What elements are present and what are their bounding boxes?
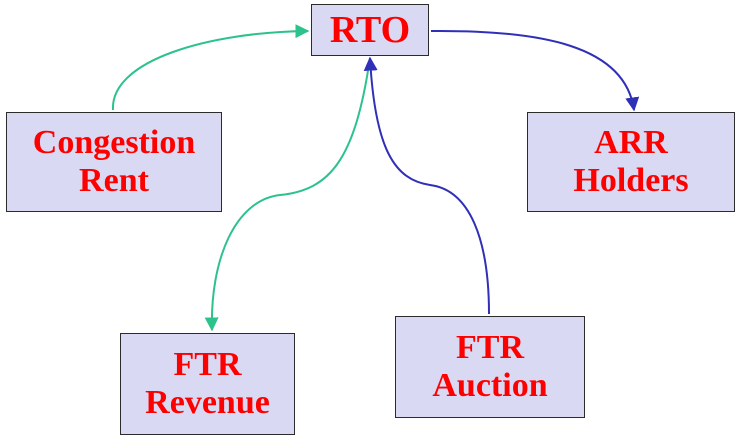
node-arr-holders: ARR Holders <box>527 112 735 212</box>
node-ftr-revenue-line-2: Revenue <box>145 384 270 421</box>
node-congestion-rent: Congestion Rent <box>6 112 222 212</box>
edge-congestion-to-rto <box>111 24 310 111</box>
node-arr-holders-line-1: ARR <box>594 123 668 161</box>
node-rto-line-1: RTO <box>329 8 411 51</box>
node-congestion-rent-line-2: Rent <box>79 162 149 199</box>
node-congestion-rent-line-1: Congestion <box>32 123 196 161</box>
node-rto: RTO <box>311 4 429 56</box>
node-ftr-revenue: FTR Revenue <box>120 333 295 435</box>
edge-ftr-auction-to-rto <box>363 56 490 315</box>
edge-rto-to-ftr-revenue <box>204 57 371 332</box>
edge-rto-to-arr-holders <box>430 29 640 112</box>
node-ftr-auction-line-2: Auction <box>432 367 548 404</box>
node-arr-holders-line-2: Holders <box>573 162 689 199</box>
node-ftr-auction-line-1: FTR <box>456 328 524 366</box>
node-ftr-revenue-line-1: FTR <box>173 345 242 383</box>
node-ftr-auction: FTR Auction <box>395 316 585 418</box>
